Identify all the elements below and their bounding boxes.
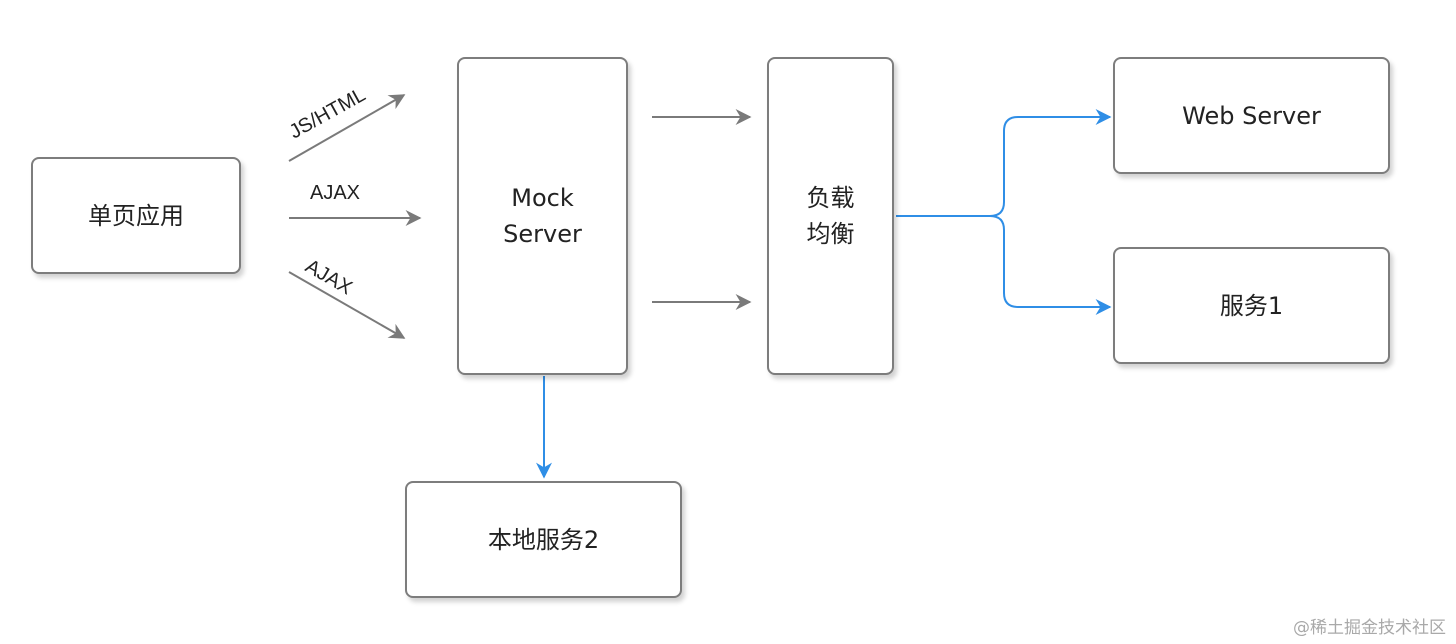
- node-mock-server: Mock Server: [457, 57, 628, 375]
- edge-label-ajax-1: AJAX: [310, 182, 360, 204]
- node-web-server-label: Web Server: [1182, 101, 1321, 130]
- node-mock-server-label: Mock Server: [503, 184, 582, 248]
- edge-js-html: [288, 94, 406, 162]
- node-local-service2: 本地服务2: [405, 481, 682, 598]
- node-web-server: Web Server: [1113, 57, 1390, 174]
- edge-label-js-html: JS/HTML: [286, 84, 370, 144]
- node-service1-label: 服务1: [1219, 291, 1284, 320]
- edge-lb-to-service1: [989, 215, 1112, 315]
- watermark: @稀土掘金技术社区: [1293, 618, 1446, 638]
- edge-lb-to-web-server: [896, 109, 1112, 217]
- node-local-service2-label: 本地服务2: [487, 525, 600, 554]
- node-load-balancer: 负载 均衡: [767, 57, 894, 375]
- edge-ajax-2: [288, 271, 406, 339]
- node-service1: 服务1: [1113, 247, 1390, 364]
- node-spa-label: 单页应用: [88, 201, 184, 230]
- node-load-balancer-label: 负载 均衡: [806, 184, 855, 248]
- node-spa: 单页应用: [31, 157, 241, 274]
- edge-label-ajax-2: AJAX: [302, 255, 356, 299]
